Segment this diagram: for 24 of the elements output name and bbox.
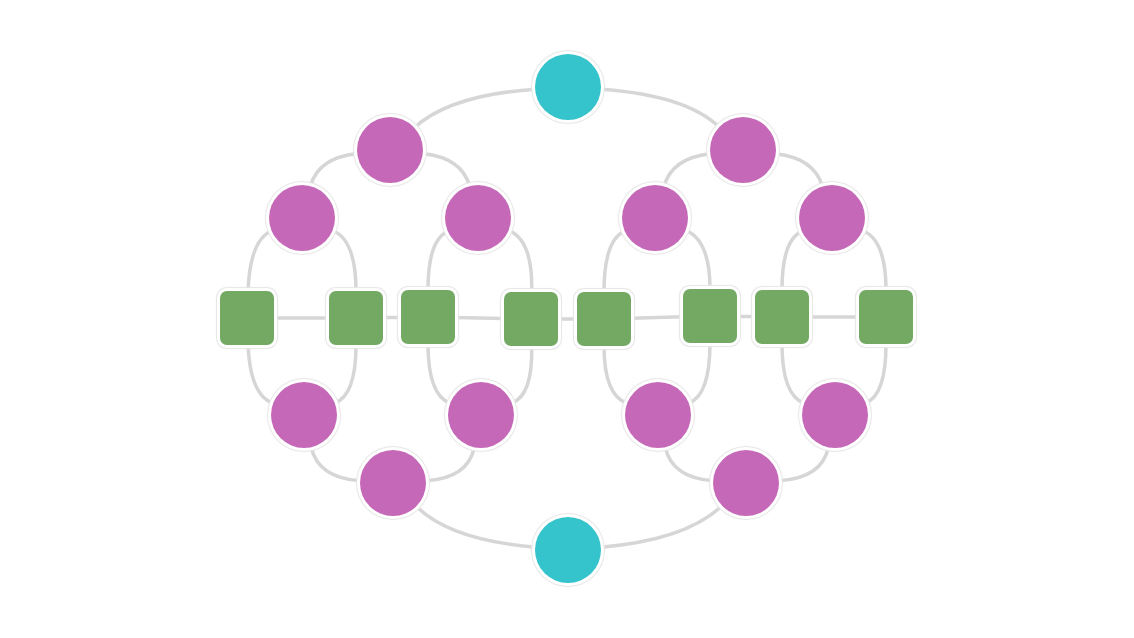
connector-line xyxy=(274,316,329,320)
rounded-square-node xyxy=(504,292,558,346)
circle-node xyxy=(622,185,688,251)
rounded-square-node xyxy=(683,289,737,343)
circle-node xyxy=(535,54,601,120)
circle-node xyxy=(625,382,691,448)
circle-node xyxy=(448,382,514,448)
rounded-square-node xyxy=(329,291,383,345)
circle-node xyxy=(269,185,335,251)
circle-node xyxy=(445,185,511,251)
circle-node xyxy=(357,117,423,183)
circle-node xyxy=(713,450,779,516)
circle-node xyxy=(710,117,776,183)
circle-node xyxy=(535,517,601,583)
connector-line xyxy=(809,315,859,319)
rounded-square-node xyxy=(401,290,455,344)
rounded-square-node xyxy=(755,290,809,344)
circle-node xyxy=(360,450,426,516)
circle-node xyxy=(799,185,865,251)
rounded-square-node xyxy=(859,290,913,344)
circle-node xyxy=(271,382,337,448)
circle-node xyxy=(802,382,868,448)
rounded-square-node xyxy=(220,291,274,345)
rounded-square-node xyxy=(577,292,631,346)
